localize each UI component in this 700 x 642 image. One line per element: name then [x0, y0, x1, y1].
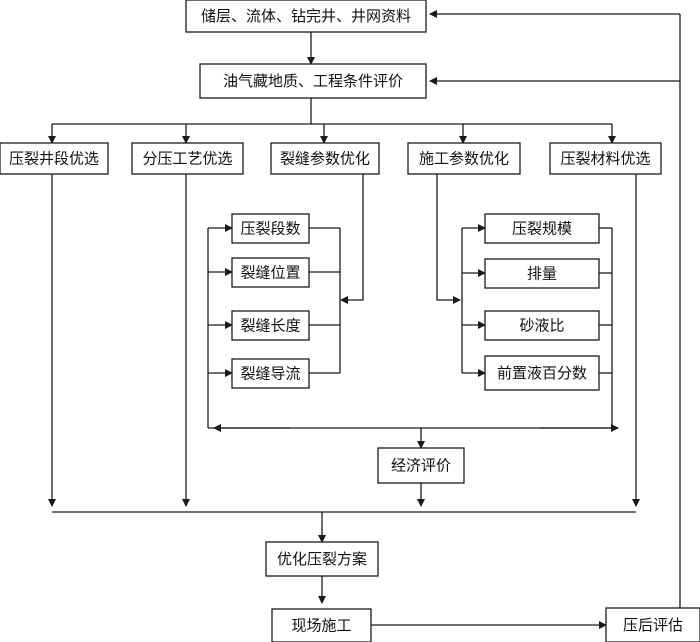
well-section-box: 压裂井段优选 — [0, 142, 109, 175]
post-eval-label: 压后评估 — [623, 616, 683, 634]
construction-params-label: 施工参数优化 — [419, 150, 509, 168]
field-construction-box: 现场施工 — [271, 608, 372, 642]
geology-eval-label: 油气藏地质、工程条件评价 — [223, 72, 403, 90]
data-source-label: 储层、流体、钻完井、井网资料 — [201, 7, 411, 25]
economic-eval-label: 经济评价 — [391, 457, 451, 475]
field-construction-label: 现场施工 — [291, 617, 351, 635]
construction-params-box: 施工参数优化 — [407, 142, 521, 175]
pad-percent-label: 前置液百分数 — [497, 364, 587, 382]
stage-count-box: 压裂段数 — [231, 213, 310, 244]
fracture-position-label: 裂缝位置 — [240, 264, 300, 282]
fracture-length-label: 裂缝长度 — [240, 317, 300, 335]
frac-material-label: 压裂材料优选 — [560, 150, 650, 168]
post-eval-box: 压后评估 — [605, 607, 700, 642]
connectors — [48, 10, 681, 629]
connector-construction-into-group — [436, 174, 461, 304]
staging-process-label: 分压工艺优选 — [142, 150, 232, 168]
stage-count-label: 压裂段数 — [240, 220, 300, 238]
connector-fracture-params-into-group — [340, 174, 364, 304]
well-section-label: 压裂井段优选 — [9, 150, 99, 168]
optimized-plan-label: 优化压裂方案 — [277, 550, 367, 568]
sand-ratio-label: 砂液比 — [519, 317, 564, 335]
sand-ratio-box: 砂液比 — [484, 310, 600, 341]
pump-rate-box: 排量 — [484, 258, 600, 289]
fracture-conductivity-label: 裂缝导流 — [240, 365, 300, 383]
frac-scale-box: 压裂规模 — [484, 213, 600, 244]
fracture-conductivity-box: 裂缝导流 — [231, 358, 310, 389]
frac-scale-label: 压裂规模 — [512, 220, 572, 238]
optimized-plan-box: 优化压裂方案 — [265, 541, 379, 577]
staging-process-box: 分压工艺优选 — [131, 142, 244, 175]
fracture-length-box: 裂缝长度 — [231, 310, 310, 341]
pump-rate-label: 排量 — [527, 265, 557, 283]
data-source-box: 储层、流体、钻完井、井网资料 — [185, 0, 427, 33]
fracture-params-label: 裂缝参数优化 — [280, 150, 370, 168]
economic-eval-box: 经济评价 — [377, 447, 465, 484]
geology-eval-box: 油气藏地质、工程条件评价 — [199, 63, 427, 99]
fracture-position-box: 裂缝位置 — [231, 257, 310, 288]
fracture-params-box: 裂缝参数优化 — [270, 142, 380, 175]
frac-material-box: 压裂材料优选 — [549, 142, 662, 175]
pad-percent-box: 前置液百分数 — [484, 355, 600, 391]
